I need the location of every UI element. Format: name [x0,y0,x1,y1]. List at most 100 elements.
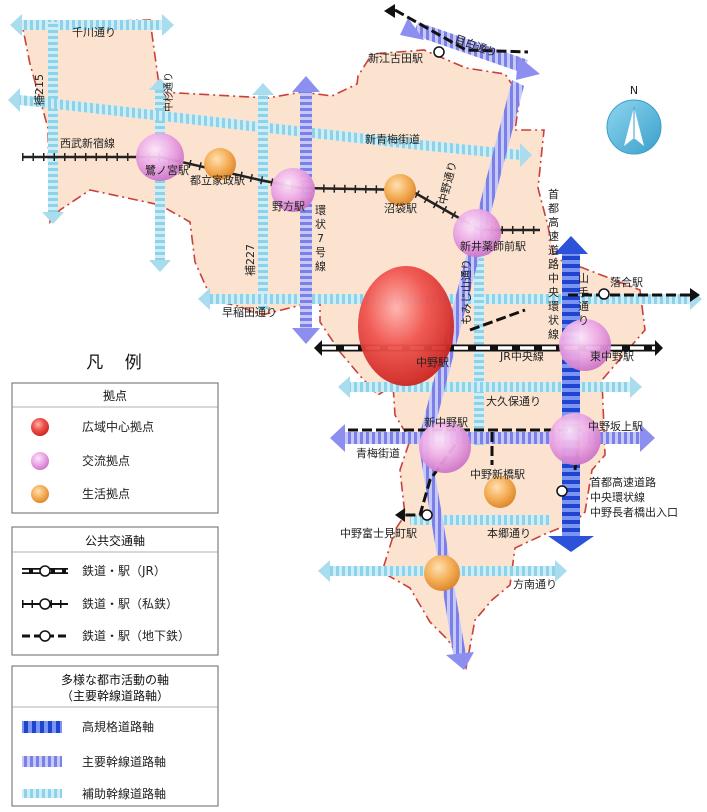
legend-roads-header-2: （主要幹線道路軸） [61,688,169,703]
label-senkawa: 千川通り [72,26,116,39]
hub-honancho [424,555,460,591]
legend-exchange-label: 交流拠点 [82,453,130,468]
svg-text:山: 山 [578,272,589,285]
legend-subway-swatch [22,630,68,642]
svg-text:手: 手 [578,285,589,299]
hub-nakanosakaue [549,413,601,465]
label-waseda: 早稲田通り [222,306,277,319]
label-ochiai: 落合駅 [610,275,643,289]
svg-text:線: 線 [315,259,326,273]
legend-roads-header-1: 多様な都市活動の軸 [61,672,169,687]
svg-text:7: 7 [317,232,324,245]
legend-private-label: 鉄道・駅（私鉄） [82,596,178,611]
road-waseda [210,294,690,304]
interchange-label: 首都高速道路 中央環状線 中野長者橋出入口 [590,475,678,519]
hub-higashinakano [559,319,611,371]
label-jr-chuo: JR中央線 [499,349,544,363]
hubs [136,133,611,591]
legend-aux-road-label: 補助幹線道路軸 [82,786,166,801]
legend-jr-swatch [22,565,68,577]
hub-toritsukasei [204,148,236,180]
compass-n-label: N [630,84,638,97]
north-compass: N [606,84,662,155]
hub-nakano-wide-center [358,266,454,386]
svg-text:環: 環 [548,300,559,313]
svg-text:り: り [578,314,589,327]
station-labels: 新江古田駅 鷺ノ宮駅 都立家政駅 野方駅 沼袋駅 新井薬師前駅 落合駅 中野駅 … [145,51,643,540]
label-momozono: もみじ山通り [460,259,473,325]
label-shinnakano: 新中野駅 [424,415,468,429]
legend-exchange-swatch [31,452,49,470]
line-labels: 西武新宿線 JR中央線 [60,136,544,363]
legend-wide-center-swatch [31,418,49,436]
label-nogata: 野方駅 [272,199,305,213]
label-yamate: 山 手 通 り [578,272,589,327]
legend-private-swatch [22,598,68,610]
station-markers [421,46,610,521]
label-higashinakano: 東中野駅 [590,350,634,363]
legend-title: 凡 例 [86,353,149,373]
hub-nakanoshimbashi [484,476,516,508]
label-shutoko-vertical: 首 都 高 速 道 路 中 央 環 状 線 [548,187,559,341]
label-nakasugi: 中杉通り [162,72,175,112]
svg-text:状: 状 [548,313,559,327]
svg-text:状: 状 [315,217,326,231]
road-okubo [350,382,630,392]
label-shinegota: 新江古田駅 [368,51,423,65]
road-kanjo7 [300,90,312,330]
hub-saginomiya [136,133,184,181]
road-ho227 [258,95,268,310]
legend-bases-header: 拠点 [103,389,127,403]
label-nakanoshimbashi: 中野新橋駅 [470,467,525,481]
svg-text:央: 央 [548,286,559,299]
legend-living-label: 生活拠点 [82,487,130,501]
hub-shinnakano [419,421,471,473]
svg-text:首: 首 [548,187,559,201]
svg-text:速: 速 [548,230,559,243]
svg-text:首都高速道路: 首都高速道路 [590,475,656,489]
svg-text:中野長者橋出入口: 中野長者橋出入口 [590,505,678,519]
road-ho215 [48,22,58,212]
label-saginomiya: 鷺ノ宮駅 [145,163,189,177]
svg-text:中: 中 [548,272,559,285]
label-oume: 青梅街道 [356,446,400,460]
label-fujimicho: 中野富士見町駅 [340,526,417,540]
svg-text:線: 線 [548,327,559,341]
label-hongo: 本郷通り [487,526,531,540]
legend-transit-header: 公共交通軸 [85,533,145,548]
label-kanjo7: 環 状 7 号 線 [315,204,326,273]
hub-numabukuro [384,174,416,206]
label-ho227: 補227 [244,244,257,276]
svg-text:高: 高 [548,215,559,229]
svg-text:号: 号 [315,246,326,259]
label-ho215: 補215 [33,74,46,106]
label-seibu-line: 西武新宿線 [60,136,115,150]
svg-text:都: 都 [548,202,559,215]
svg-text:路: 路 [548,258,559,271]
legend: 凡 例 拠点 広域中心拠点 交流拠点 生活拠点 公共交通軸 鉄道・駅（JR） 鉄… [11,353,219,807]
label-nakano-station: 中野駅 [416,356,449,369]
hub-nogata [271,168,315,212]
legend-expressway-label: 高規格道路軸 [82,719,154,734]
road-senkawa [22,20,162,30]
road-hongo [410,515,550,525]
label-numabukuro: 沼袋駅 [384,201,417,215]
svg-text:中央環状線: 中央環状線 [590,490,645,504]
label-shinome: 新青梅街道 [365,132,420,146]
svg-text:環: 環 [315,204,326,217]
legend-subway-label: 鉄道・駅（地下鉄） [82,628,190,643]
label-nakanosakaue: 中野坂上駅 [588,420,643,433]
label-okubo: 大久保通り [486,394,541,408]
road-mejiro [413,22,528,73]
legend-wide-center-label: 広域中心拠点 [82,419,154,434]
label-honan: 方南通り [513,577,557,591]
svg-text:道: 道 [548,243,559,257]
road-south-axis [418,441,466,658]
legend-jr-label: 鉄道・駅（JR） [82,563,166,578]
hub-araiyakushi [453,209,501,257]
legend-living-swatch [31,485,49,503]
svg-text:通: 通 [578,300,589,313]
label-araiyakushi: 新井薬師前駅 [460,239,526,253]
legend-expressway-swatch [22,721,62,733]
